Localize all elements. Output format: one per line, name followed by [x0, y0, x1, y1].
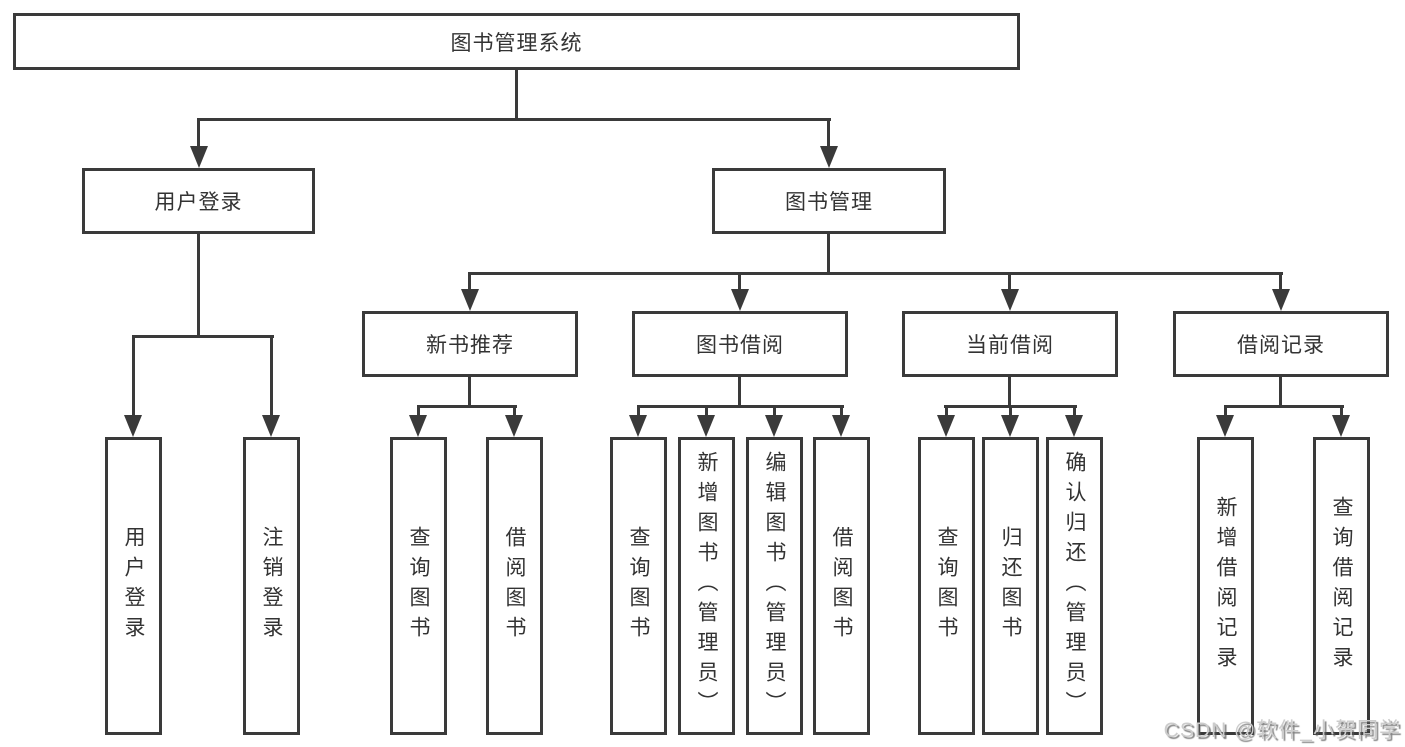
leaf-label: 借阅图书 [503, 526, 526, 646]
connector-line [417, 405, 420, 419]
connector-line [132, 335, 135, 417]
leaf-query-book-recommend: 查询图书 [390, 437, 447, 735]
leaf-borrow-book-recommend: 借阅图书 [486, 437, 543, 735]
connector-line [417, 405, 517, 408]
csdn-watermark: CSDN @软件_小贺同学 [1163, 719, 1401, 742]
leaf-label: 查询图书 [627, 526, 650, 646]
arrowhead-down-icon [1001, 415, 1019, 437]
leaf-label: 查询借阅记录 [1330, 496, 1353, 676]
arrowhead-down-icon [1332, 415, 1350, 437]
connector-line [1008, 377, 1011, 408]
connector-line [1224, 405, 1227, 419]
leaf-logout: 注销登录 [243, 437, 300, 735]
connector-line [945, 405, 948, 419]
arrowhead-down-icon [1216, 415, 1234, 437]
connector-line [773, 405, 776, 419]
leaf-label: 注销登录 [260, 526, 283, 646]
node-label: 当前借阅 [966, 334, 1054, 357]
node-book-borrow: 图书借阅 [632, 311, 848, 377]
connector-line [468, 377, 471, 408]
arrowhead-down-icon [505, 415, 523, 437]
leaf-query-borrow-record: 查询借阅记录 [1313, 437, 1370, 735]
arrowhead-down-icon [937, 415, 955, 437]
leaf-label: 新增图书（管理员） [695, 451, 718, 721]
arrowhead-down-icon [629, 415, 647, 437]
node-label: 图书管理系统 [450, 31, 583, 55]
connector-line [197, 234, 200, 338]
connector-line [1340, 405, 1343, 419]
node-label: 图书管理 [785, 191, 873, 214]
connector-line [637, 405, 640, 419]
node-label: 用户登录 [154, 191, 243, 214]
leaf-label: 借阅图书 [830, 526, 853, 646]
leaf-label: 查询图书 [935, 526, 958, 646]
arrowhead-down-icon [1001, 289, 1019, 311]
arrowhead-down-icon [1065, 415, 1083, 437]
leaf-label: 用户登录 [122, 526, 145, 646]
node-label: 借阅记录 [1237, 334, 1325, 357]
connector-line [270, 335, 273, 417]
connector-line [827, 234, 830, 275]
arrowhead-down-icon [820, 146, 838, 168]
connector-line [738, 377, 741, 408]
leaf-label: 编辑图书（管理员） [763, 451, 786, 721]
leaf-label: 确认归还（管理员） [1063, 451, 1086, 721]
arrowhead-down-icon [124, 415, 142, 437]
leaf-add-book-admin: 新增图书（管理员） [678, 437, 735, 735]
connector-line [738, 272, 741, 293]
node-label: 图书借阅 [696, 334, 784, 357]
connector-line [1073, 405, 1076, 419]
leaf-borrow-book: 借阅图书 [813, 437, 870, 735]
arrowhead-down-icon [262, 415, 280, 437]
connector-line [1279, 272, 1282, 293]
connector-line [827, 118, 830, 150]
leaf-query-book-current: 查询图书 [918, 437, 975, 735]
connector-line [637, 405, 844, 408]
arrowhead-down-icon [461, 289, 479, 311]
arrowhead-down-icon [765, 415, 783, 437]
connector-line [840, 405, 843, 419]
connector-line [513, 405, 516, 419]
leaf-label: 新增借阅记录 [1214, 496, 1237, 676]
node-current-borrow: 当前借阅 [902, 311, 1118, 377]
node-label: 新书推荐 [426, 334, 514, 357]
leaf-user-login: 用户登录 [105, 437, 162, 735]
leaf-label: 归还图书 [999, 526, 1022, 646]
leaf-add-borrow-record: 新增借阅记录 [1197, 437, 1254, 735]
connector-line [468, 272, 471, 293]
leaf-query-book-borrow: 查询图书 [610, 437, 667, 735]
arrowhead-down-icon [1272, 289, 1290, 311]
connector-line [197, 118, 200, 150]
leaf-return-book: 归还图书 [982, 437, 1039, 735]
connector-line [705, 405, 708, 419]
connector-line [1279, 377, 1282, 408]
leaf-label: 查询图书 [407, 526, 430, 646]
leaf-edit-book-admin: 编辑图书（管理员） [746, 437, 803, 735]
connector-line [1008, 272, 1011, 293]
connector-line [197, 118, 831, 121]
arrowhead-down-icon [409, 415, 427, 437]
connector-line [132, 335, 274, 338]
arrowhead-down-icon [190, 146, 208, 168]
node-borrow-records: 借阅记录 [1173, 311, 1389, 377]
connector-line [469, 272, 1283, 275]
node-book-management: 图书管理 [712, 168, 946, 234]
arrowhead-down-icon [832, 415, 850, 437]
arrowhead-down-icon [697, 415, 715, 437]
node-new-book-recommend: 新书推荐 [362, 311, 578, 377]
node-library-management-system: 图书管理系统 [13, 13, 1020, 70]
leaf-confirm-return-admin: 确认归还（管理员） [1046, 437, 1103, 735]
arrowhead-down-icon [731, 289, 749, 311]
node-user-login: 用户登录 [82, 168, 315, 234]
connector-line [1224, 405, 1344, 408]
connector-line [1009, 405, 1012, 419]
connector-line [515, 70, 518, 119]
